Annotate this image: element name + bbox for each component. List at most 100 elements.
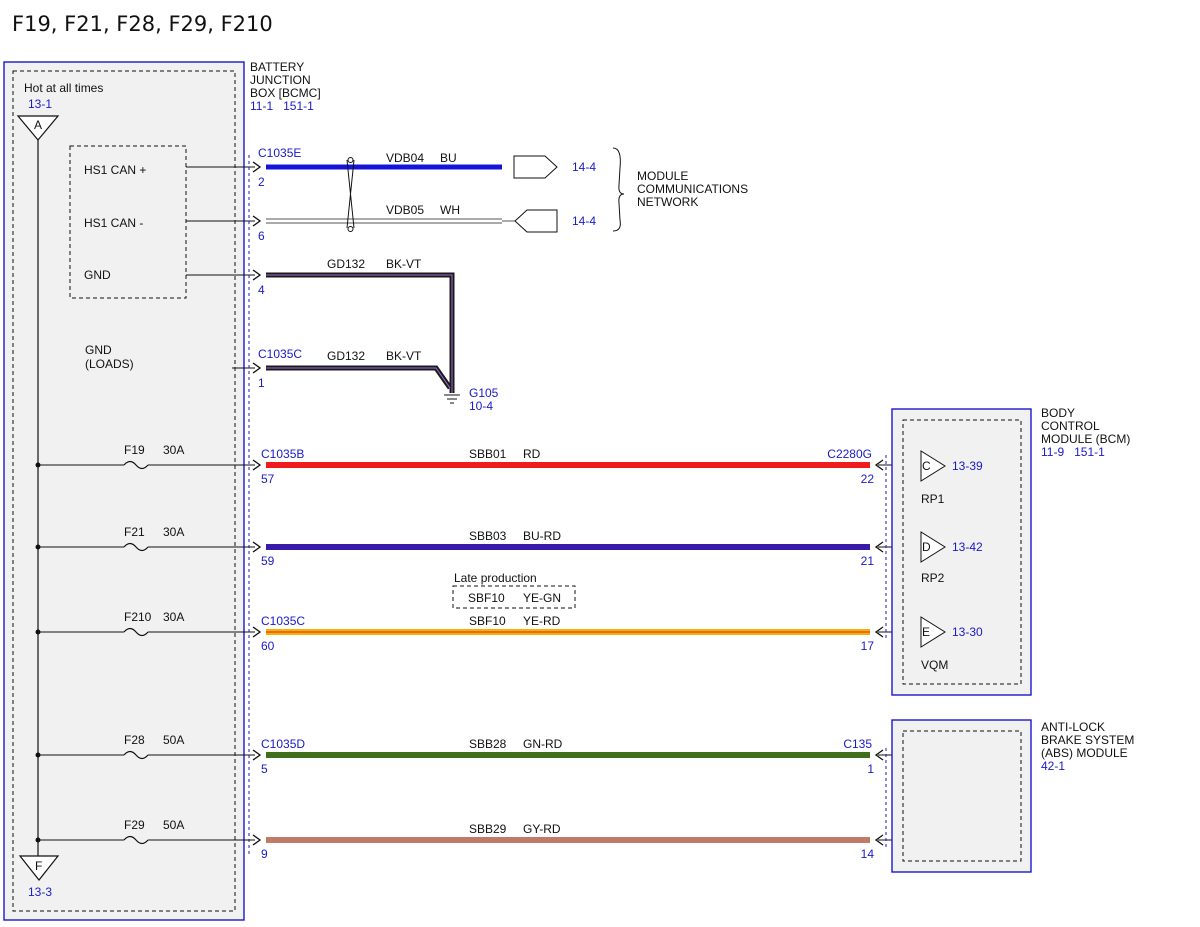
network-brace — [612, 147, 625, 232]
terminal-f-letter: F — [35, 859, 42, 873]
bcm-pin-d-label: RP2 — [921, 571, 945, 585]
bcm-pin-e-letter: E — [922, 625, 930, 639]
ground-symbol — [444, 394, 460, 404]
vdb05-circuit: VDB05 — [386, 203, 424, 217]
bcm-inner-box — [902, 419, 1022, 685]
right-connector-chevron-2 — [874, 541, 884, 553]
left-connector-chevron-4 — [252, 362, 262, 374]
sbf10-left-pin: 60 — [261, 639, 275, 653]
sbb29-left-pin: 9 — [261, 847, 268, 861]
gd132-pin1-pin: 1 — [258, 376, 265, 390]
module-network-line-3: NETWORK — [637, 195, 698, 209]
sbb01-right-connector: C2280G — [827, 447, 872, 461]
sbf10-right-pin: 17 — [861, 639, 875, 653]
abs-title-line-3: (ABS) MODULE — [1041, 746, 1128, 760]
left-connector-chevron-1 — [252, 161, 262, 173]
vdb04-arrow — [513, 155, 558, 179]
sbb28-left-connector: C1035D — [261, 737, 305, 751]
sbb03-color: BU-RD — [523, 529, 561, 543]
module-network-label: MODULE COMMUNICATIONS NETWORK — [637, 169, 751, 209]
late-production-label: Late production — [454, 571, 537, 585]
terminal-a-letter: A — [34, 118, 42, 132]
bcm-pin-c-triangle — [920, 450, 946, 482]
sbb28-right-connector: C135 — [843, 737, 872, 751]
bjb-inner-box — [12, 70, 236, 912]
bcm-pin-d-triangle — [920, 531, 946, 563]
bcm-title-line-1: BODY — [1041, 406, 1075, 420]
gd132-pin4-circuit: GD132 — [327, 257, 365, 271]
sbb29-right-pin: 14 — [861, 847, 875, 861]
bcm-title-line-3: MODULE (BCM) — [1041, 432, 1130, 446]
abs-ref: 42-1 — [1041, 759, 1065, 773]
sbb01-circuit: SBB01 — [469, 447, 507, 461]
hot-ref: 13-1 — [28, 97, 52, 111]
bcm-pin-e-label: VQM — [921, 658, 948, 672]
vdb05-pin: 6 — [258, 229, 265, 243]
sbb03-circuit: SBB03 — [469, 529, 507, 543]
bcm-pin-d-letter: D — [922, 540, 931, 554]
terminal-f-triangle — [18, 855, 60, 881]
sbf10-circuit: SBF10 — [469, 614, 506, 628]
gd132-pin4-color: BK-VT — [386, 257, 422, 271]
sbf10-fuse-name: F210 — [124, 610, 152, 624]
vdb04-connector: C1035E — [258, 146, 301, 160]
sbb03-left-pin: 59 — [261, 554, 275, 568]
vdb05-ref: 14-4 — [572, 214, 596, 228]
sbb01-fuse-symbol — [123, 460, 149, 470]
bjb-refs: 11-1 151-1 — [250, 99, 314, 113]
left-connector-chevron-9 — [252, 834, 262, 846]
sbb03-right-pin: 21 — [861, 554, 875, 568]
gd132-wire-pin4-stripe — [266, 274, 453, 393]
bjb-outer-box — [3, 61, 245, 921]
ground-ref: 10-4 — [469, 399, 493, 413]
bjb-title-line-3: BOX [BCMC] — [250, 86, 321, 100]
abs-outer-box — [891, 719, 1032, 873]
vdb05-arrow — [514, 209, 558, 233]
sbb29-fuse-name: F29 — [124, 818, 145, 832]
gnd-loads-label: GND (LOADS) — [85, 343, 134, 371]
vdb04-circuit: VDB04 — [386, 151, 424, 165]
can-interface-box — [69, 145, 187, 299]
bcm-refs: 11-9 151-1 — [1041, 445, 1105, 459]
bjb-title-line-1: BATTERY — [250, 60, 304, 74]
gd132-pin1-connector: C1035C — [258, 347, 302, 361]
left-connector-chevron-5 — [252, 459, 262, 471]
sbb29-circuit: SBB29 — [469, 822, 507, 836]
gd132-pin4-pin: 4 — [258, 283, 265, 297]
abs-title: ANTI-LOCK BRAKE SYSTEM (ABS) MODULE — [1041, 720, 1138, 760]
module-network-line-1: MODULE — [637, 169, 688, 183]
sbb03-fuse-name: F21 — [124, 525, 145, 539]
sbb01-color: RD — [523, 447, 541, 461]
terminal-f-ref: 13-3 — [28, 885, 52, 899]
right-connector-chevron-1 — [874, 459, 884, 471]
sbb28-fuse-name: F28 — [124, 733, 145, 747]
hot-at-all-times-label: Hot at all times — [24, 81, 103, 95]
sbf10-fuse-symbol — [123, 627, 149, 637]
vdb04-ref: 14-4 — [572, 160, 596, 174]
gd132-wire-pin4 — [266, 272, 455, 393]
bcm-pin-e-ref: 13-30 — [952, 625, 983, 639]
bcm-pin-c-label: RP1 — [921, 492, 945, 506]
vdb04-color: BU — [440, 151, 457, 165]
hs1-can-plus-label: HS1 CAN + — [84, 163, 146, 177]
twisted-pair-marker — [346, 159, 355, 229]
ground-name: G105 — [469, 386, 499, 400]
sbb03-fuse-symbol — [123, 542, 149, 552]
connector-chevrons — [252, 161, 884, 846]
abs-title-line-2: BRAKE SYSTEM — [1041, 733, 1134, 747]
sbb01-left-connector: C1035B — [261, 447, 304, 461]
gnd-loads-line-1: GND — [85, 343, 112, 357]
sbf10-color: YE-RD — [523, 614, 561, 628]
bjb-title: BATTERY JUNCTION BOX [BCMC] — [250, 60, 321, 100]
gd132-wire-pin1-stripe — [266, 367, 451, 389]
sbb01-fuse-amps: 30A — [163, 443, 184, 457]
sbb01-fuse-name: F19 — [124, 443, 145, 457]
sbb28-right-pin: 1 — [867, 762, 874, 776]
sbb28-circuit: SBB28 — [469, 737, 507, 751]
terminal-a-triangle — [16, 115, 60, 141]
left-connector-chevron-7 — [252, 626, 262, 638]
abs-inner-box — [902, 730, 1022, 862]
sbf10-fuse-amps: 30A — [163, 610, 184, 624]
